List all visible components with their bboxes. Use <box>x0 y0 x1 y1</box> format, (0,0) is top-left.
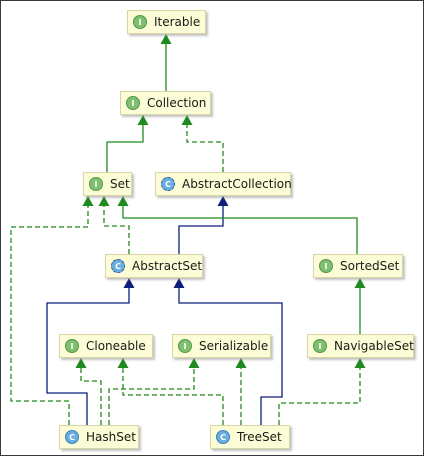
arrowhead-hashset-cloneable <box>75 358 87 368</box>
interface-icon: I <box>89 177 103 191</box>
class-icon: C <box>65 430 79 444</box>
arrowhead-sortedset-set <box>117 196 129 206</box>
abstract-class-icon: C <box>161 177 175 191</box>
edge-hashset-serializable <box>108 368 195 425</box>
edge-hashset-cloneable <box>80 368 102 425</box>
edge-treeset-abstractset <box>178 288 283 425</box>
abstract-class-icon: C <box>111 259 125 273</box>
node-abstractcollection[interactable]: C AbstractCollection <box>155 172 292 196</box>
edge-hashset-abstractset <box>46 288 130 425</box>
edge-sortedset-set <box>122 206 358 254</box>
node-sortedset[interactable]: I SortedSet <box>313 254 403 278</box>
node-hashset-label: HashSet <box>86 430 136 444</box>
node-serializable[interactable]: I Serializable <box>172 334 271 358</box>
node-serializable-label: Serializable <box>199 339 269 353</box>
edge-abstractset-abstractcollection <box>178 206 224 254</box>
arrowhead-abstractset-set <box>98 196 110 206</box>
node-set[interactable]: I Set <box>83 172 132 196</box>
interface-icon: I <box>133 15 147 29</box>
arrowhead-treeset-cloneable <box>117 358 129 368</box>
arrowhead-abstractcollection-collection <box>181 115 193 125</box>
arrowhead-collection-iterable <box>160 34 172 44</box>
node-abstractcollection-label: AbstractCollection <box>182 177 292 191</box>
node-iterable-label: Iterable <box>154 15 201 29</box>
node-set-label: Set <box>110 177 130 191</box>
arrowhead-set-collection <box>137 115 149 125</box>
node-sortedset-label: SortedSet <box>340 259 400 273</box>
node-iterable[interactable]: I Iterable <box>127 10 206 34</box>
edge-hashset-set <box>10 206 89 425</box>
node-collection[interactable]: I Collection <box>120 91 211 115</box>
edge-treeset-navigableset <box>278 368 361 425</box>
interface-icon: I <box>319 259 333 273</box>
node-abstractset[interactable]: C AbstractSet <box>105 254 203 278</box>
node-abstractset-label: AbstractSet <box>132 259 203 273</box>
interface-icon: I <box>178 339 192 353</box>
edge-abstractcollection-collection <box>186 125 224 172</box>
arrowhead-hashset-serializable <box>188 358 200 368</box>
node-navigableset-label: NavigableSet <box>334 339 414 353</box>
arrowhead-treeset-serializable <box>235 358 247 368</box>
node-treeset[interactable]: C TreeSet <box>210 425 290 449</box>
edge-treeset-cloneable <box>122 368 224 425</box>
edge-abstractset-set <box>103 206 130 254</box>
class-icon: C <box>216 430 230 444</box>
arrowhead-hashset-abstractset <box>123 278 135 288</box>
edge-set-collection <box>106 125 144 172</box>
interface-icon: I <box>126 96 140 110</box>
node-collection-label: Collection <box>147 96 207 110</box>
arrowhead-hashset-set <box>82 196 94 206</box>
node-treeset-label: TreeSet <box>237 430 282 444</box>
arrowhead-treeset-abstractset <box>173 278 185 288</box>
interface-icon: I <box>313 339 327 353</box>
arrowhead-navigableset-sortedset <box>354 278 366 288</box>
arrowhead-treeset-navigableset <box>354 358 366 368</box>
interface-icon: I <box>65 339 79 353</box>
node-cloneable[interactable]: I Cloneable <box>59 334 153 358</box>
node-cloneable-label: Cloneable <box>86 339 146 353</box>
arrowhead-abstractset-abstractcollection <box>217 196 229 206</box>
node-navigableset[interactable]: I NavigableSet <box>307 334 414 358</box>
node-hashset[interactable]: C HashSet <box>59 425 139 449</box>
